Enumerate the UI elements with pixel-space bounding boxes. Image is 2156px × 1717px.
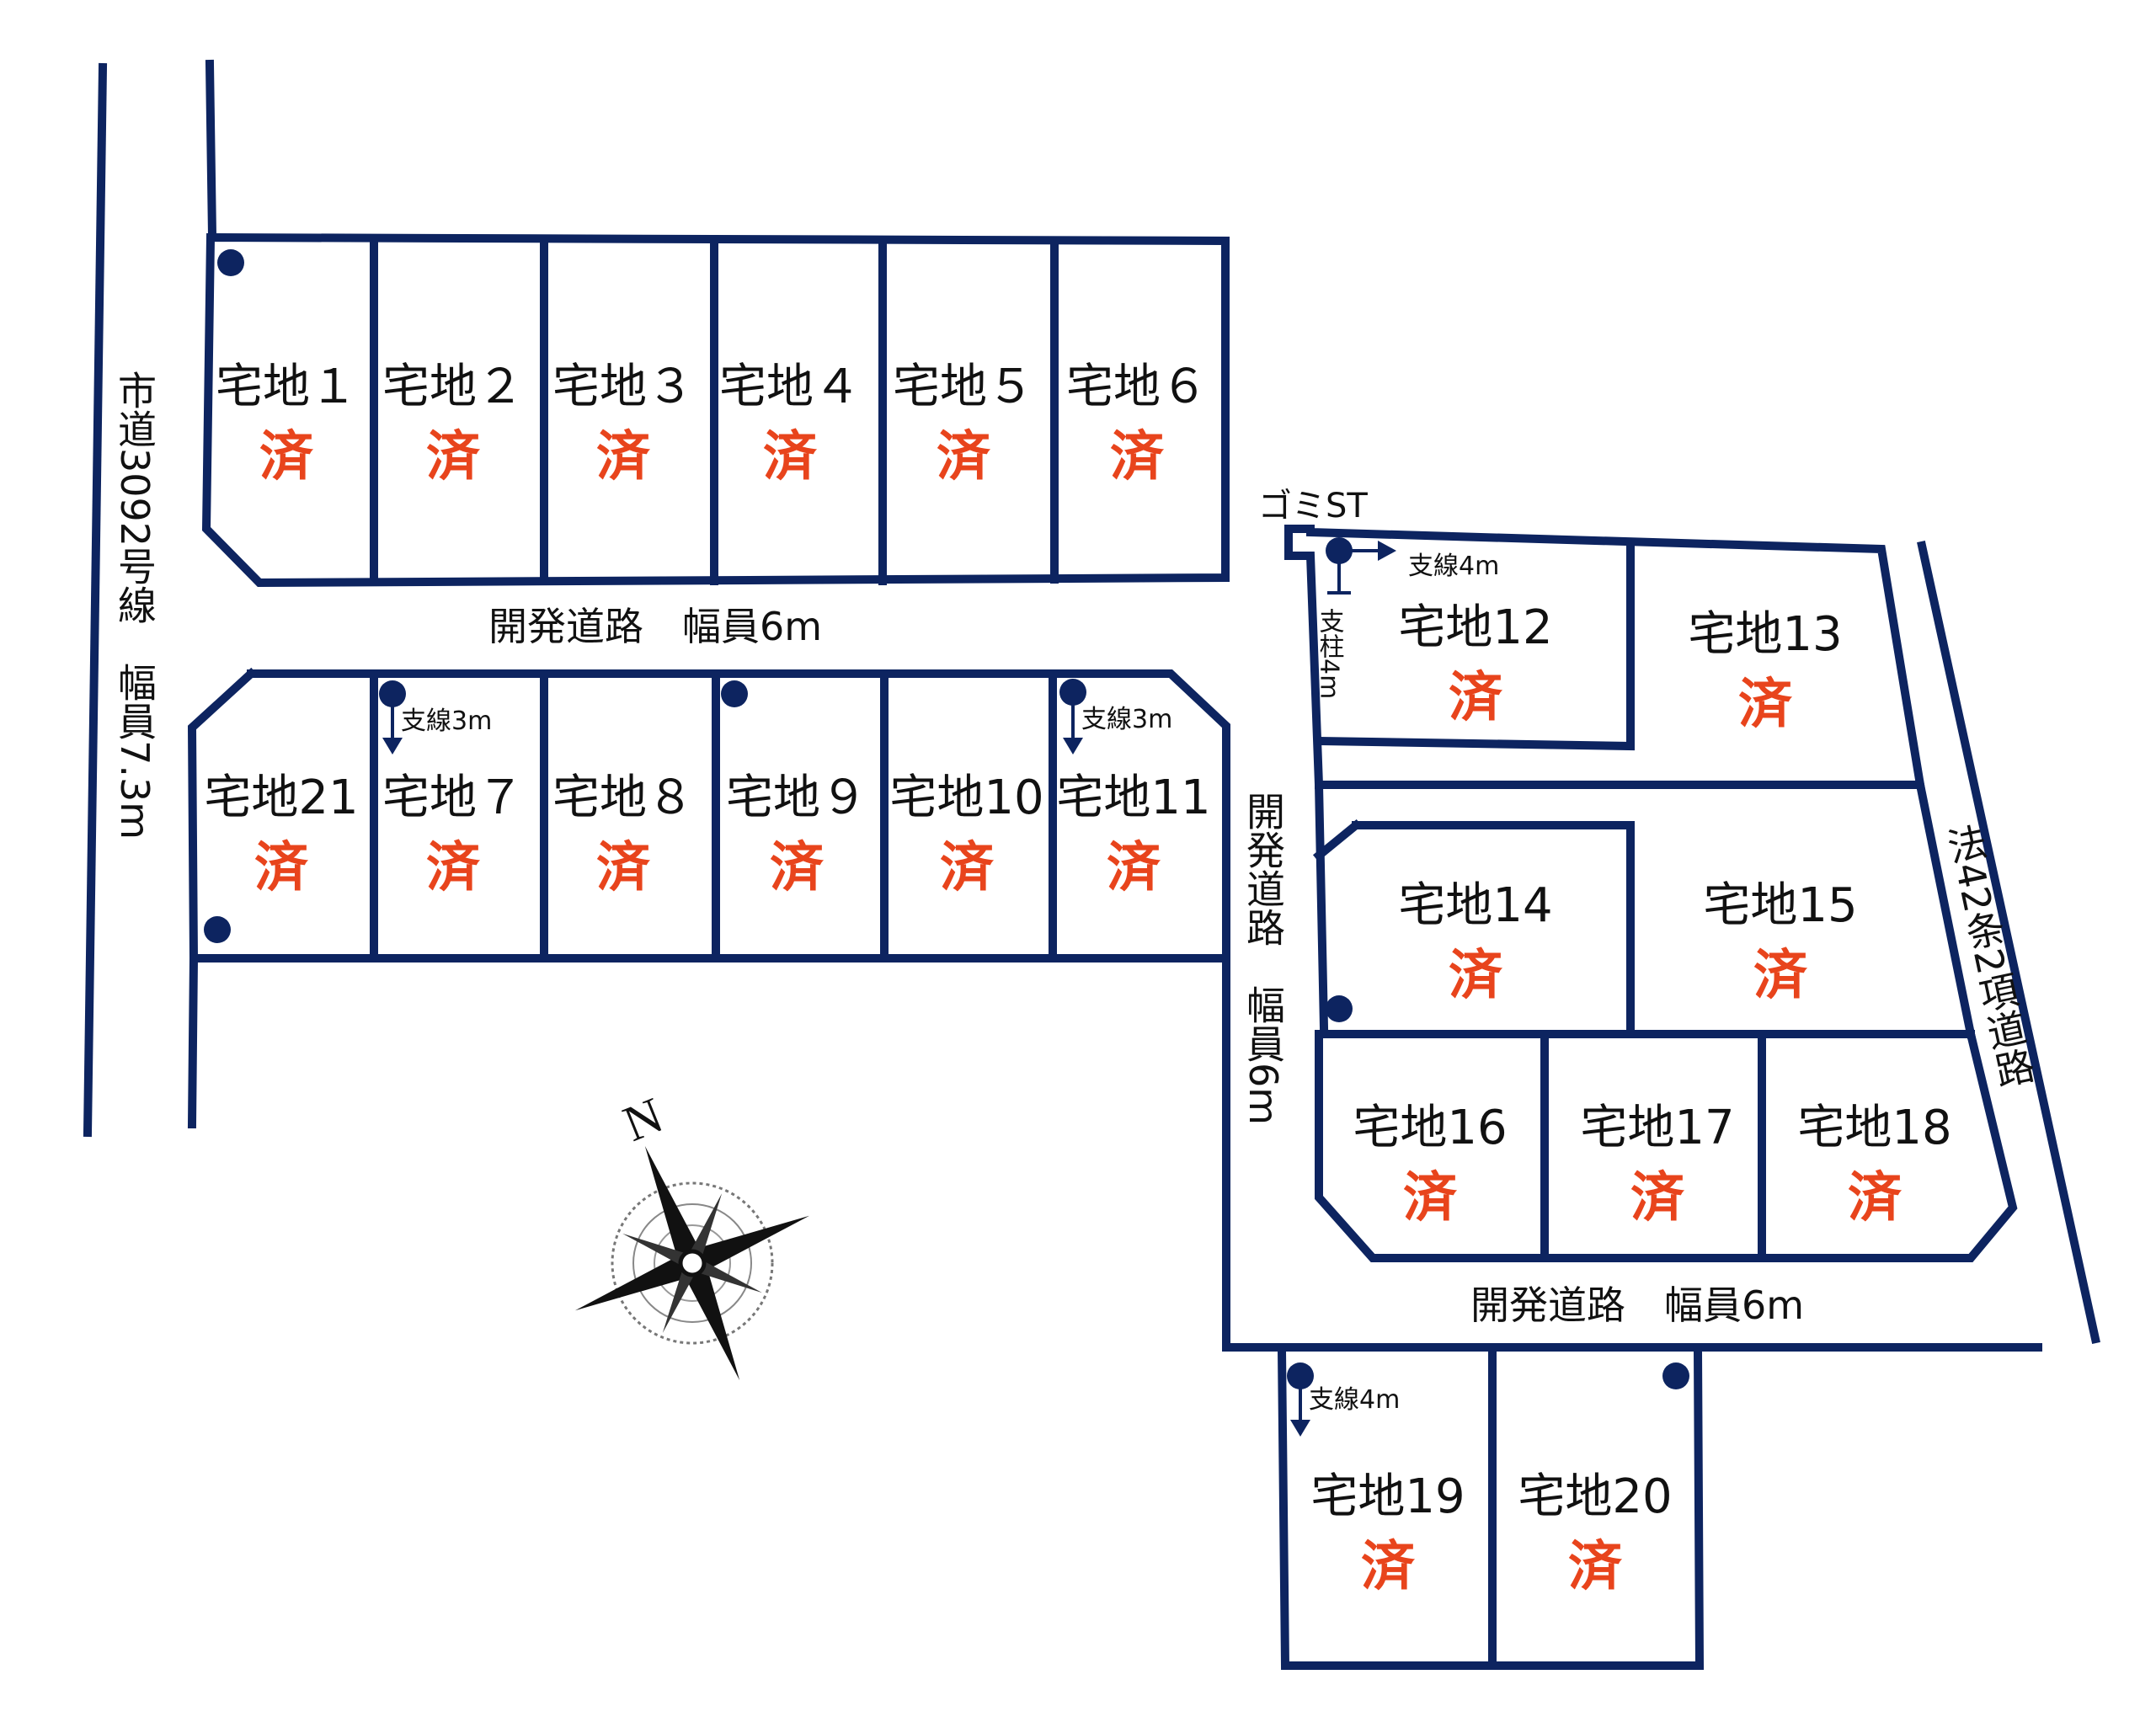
- lot-16-label: 宅地16: [1353, 1101, 1507, 1155]
- branch-4m-label-b: 支線4m: [1309, 1385, 1400, 1415]
- lot-12-boundary: [1314, 541, 1635, 751]
- lot-21-sold-mark: 済: [254, 837, 309, 899]
- branch-4m-label-a: 支線4m: [1408, 552, 1499, 581]
- branch-arrow-lot19: [1290, 1381, 1310, 1437]
- lot-15-label: 宅地15: [1703, 878, 1857, 933]
- lot-11-sold-mark: 済: [1107, 837, 1161, 899]
- lot-14-corner: [1312, 819, 1363, 862]
- dev-road-vertical-label: 開発道路 幅員6m: [1241, 792, 1286, 1125]
- lot-13-sold-mark: 済: [1738, 674, 1793, 736]
- lot-14-boundary: [1352, 821, 1635, 1038]
- lot-1-label: 宅地１: [216, 360, 357, 414]
- lot-20-sold-mark: 済: [1568, 1536, 1623, 1598]
- lots-layer: 宅地１済宅地２済宅地３済宅地４済宅地５済宅地６済宅地21済宅地７済宅地８済宅地９…: [204, 360, 1951, 1598]
- lot-15-sold-mark: 済: [1753, 945, 1808, 1007]
- block-middle-west: [187, 667, 1230, 962]
- city-road-label: 市道3092号線 幅員7.3m: [112, 371, 157, 840]
- block-middle-outline: [247, 669, 2042, 1352]
- lot-8-label: 宅地８: [552, 771, 694, 825]
- marker-dot: [217, 249, 244, 276]
- compass-rose: N: [574, 1087, 810, 1381]
- lot-19-label: 宅地19: [1310, 1469, 1465, 1524]
- marker-dot: [204, 916, 231, 943]
- lot-10-label: 宅地10: [889, 771, 1043, 825]
- marker-dot: [1326, 995, 1353, 1022]
- lot-3-label: 宅地３: [552, 360, 694, 414]
- lot-18-label: 宅地18: [1797, 1101, 1951, 1155]
- lot-2-sold-mark: 済: [426, 426, 481, 488]
- garbage-station-label: ゴミST: [1258, 487, 1368, 525]
- marker-dot: [1287, 1362, 1314, 1389]
- north-label: N: [616, 1087, 670, 1152]
- lot-9-sold-mark: 済: [770, 837, 825, 899]
- lot-14-sold-mark: 済: [1449, 945, 1503, 1007]
- lot-12-sold-mark: 済: [1449, 667, 1503, 729]
- lot-7-sold-mark: 済: [426, 837, 481, 899]
- city-road-east-edge-upper: [205, 59, 217, 241]
- lot-2-label: 宅地２: [382, 360, 524, 414]
- block-east-west-edge: [1284, 552, 1329, 1032]
- lot-1-sold-mark: 済: [259, 426, 314, 488]
- lot-6-label: 宅地６: [1066, 360, 1208, 414]
- lot-19-sold-mark: 済: [1361, 1536, 1416, 1598]
- dev-road-top-label: 開発道路 幅員6m: [488, 604, 822, 649]
- pillar-arrow-lot12: [1327, 556, 1351, 595]
- lot-17-sold-mark: 済: [1630, 1167, 1685, 1229]
- marker-dot: [721, 680, 748, 707]
- lot-20-label: 宅地20: [1518, 1469, 1672, 1524]
- marker-dot: [1662, 1362, 1689, 1389]
- branch-arrow-lot12-east: [1339, 541, 1396, 561]
- branch-3m-label-a: 支線3m: [401, 707, 492, 736]
- marker-dot: [379, 680, 406, 707]
- branch-3m-label-b: 支線3m: [1081, 705, 1172, 734]
- branch-arrow-lot11: [1063, 699, 1083, 755]
- city-road-east-edge-lower: [187, 953, 199, 1129]
- lot-10-sold-mark: 済: [940, 837, 995, 899]
- city-road-west-edge: [83, 62, 108, 1138]
- lot-16-sold-mark: 済: [1403, 1167, 1458, 1229]
- branch-arrow-lot7: [382, 699, 403, 755]
- dev-road-bottom-label: 開発道路 幅員6m: [1470, 1282, 1804, 1328]
- lot-6-sold-mark: 済: [1110, 426, 1165, 488]
- pillar-4m-label: 支柱4m: [1315, 608, 1344, 699]
- lot-15-east: [1915, 780, 1976, 1039]
- lot-3-sold-mark: 済: [596, 426, 651, 488]
- lot-5-label: 宅地５: [893, 360, 1034, 414]
- lot-4-label: 宅地４: [719, 360, 861, 414]
- lot-13-label: 宅地13: [1688, 607, 1842, 662]
- lot-11-label: 宅地11: [1056, 771, 1210, 825]
- art42-road-edge: [1917, 541, 2100, 1344]
- lot-4-sold-mark: 済: [763, 426, 818, 488]
- lot-5-sold-mark: 済: [937, 426, 991, 488]
- lot-9-label: 宅地９: [726, 771, 867, 825]
- lot-12-label: 宅地12: [1398, 600, 1552, 655]
- lot-8-sold-mark: 済: [596, 837, 651, 899]
- lot-21-label: 宅地21: [204, 771, 358, 825]
- lot-18-sold-mark: 済: [1848, 1167, 1903, 1229]
- lot-17-label: 宅地17: [1580, 1101, 1734, 1155]
- lot-7-label: 宅地７: [382, 771, 524, 825]
- marker-dot: [1059, 679, 1086, 706]
- lot-14-label: 宅地14: [1398, 878, 1552, 933]
- block-east-lower: [1315, 1028, 2018, 1262]
